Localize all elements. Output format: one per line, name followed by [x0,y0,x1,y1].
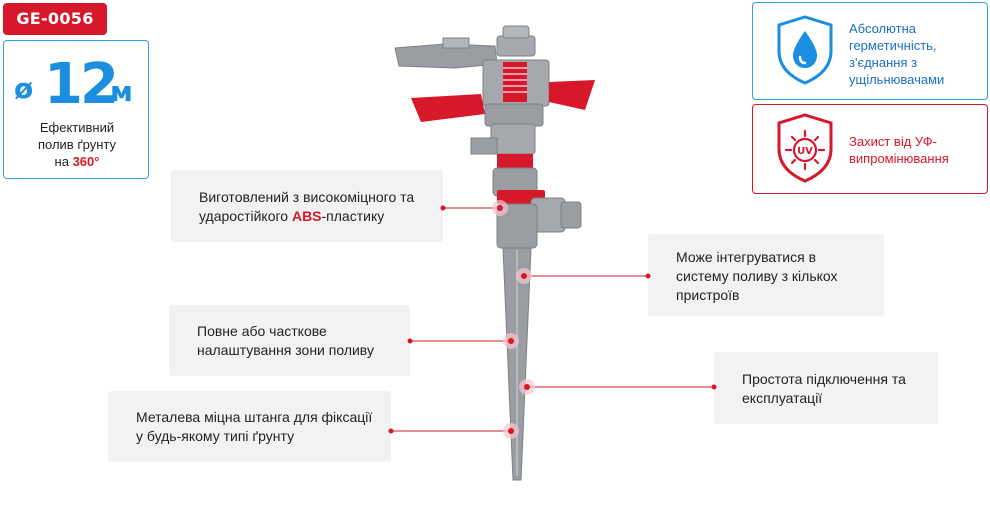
uv-protection-icon: UV [777,113,833,183]
range-description: Ефективний полив ґрунту на 360° [4,119,150,170]
callout-simplicity: Простота підключення та експлуатації [714,352,938,424]
rotation-angle: 360° [72,154,100,169]
feature-sealing: Абсолютна герметичність, з'єднання з ущі… [752,2,988,100]
watering-range-card: ø 12 м Ефективний полив ґрунту на 360° [3,40,149,179]
range-line-1: Ефективний [39,120,115,135]
range-line-2: полив ґрунту [37,137,117,152]
sku-badge: GE-0056 [3,3,107,35]
callout-material: Виготовлений з високоміцного та ударості… [171,170,443,242]
feature-sealing-text: Абсолютна герметичність, з'єднання з ущі… [849,21,945,87]
abs-accent: ABS [291,208,322,224]
water-drop-shield-icon [777,15,833,85]
callout-adjustment: Повне або часткове налаштування зони пол… [169,305,410,376]
callout-integration: Може інтегруватися в систему поливу з кі… [648,234,884,316]
feature-uv: UV Захист від УФ-випромінювання [752,104,988,194]
sprinkler-illustration [394,25,595,481]
callout-spike: Металева міцна штанга для фіксації у буд… [108,391,391,462]
range-number: 12 [44,52,119,117]
svg-text:UV: UV [797,146,813,157]
feature-uv-text: Захист від УФ-випромінювання [849,134,949,166]
range-value: ø 12 м [4,51,150,115]
range-unit: м [110,75,133,108]
diameter-symbol: ø [14,72,34,105]
range-line-3: на 360° [54,154,100,169]
